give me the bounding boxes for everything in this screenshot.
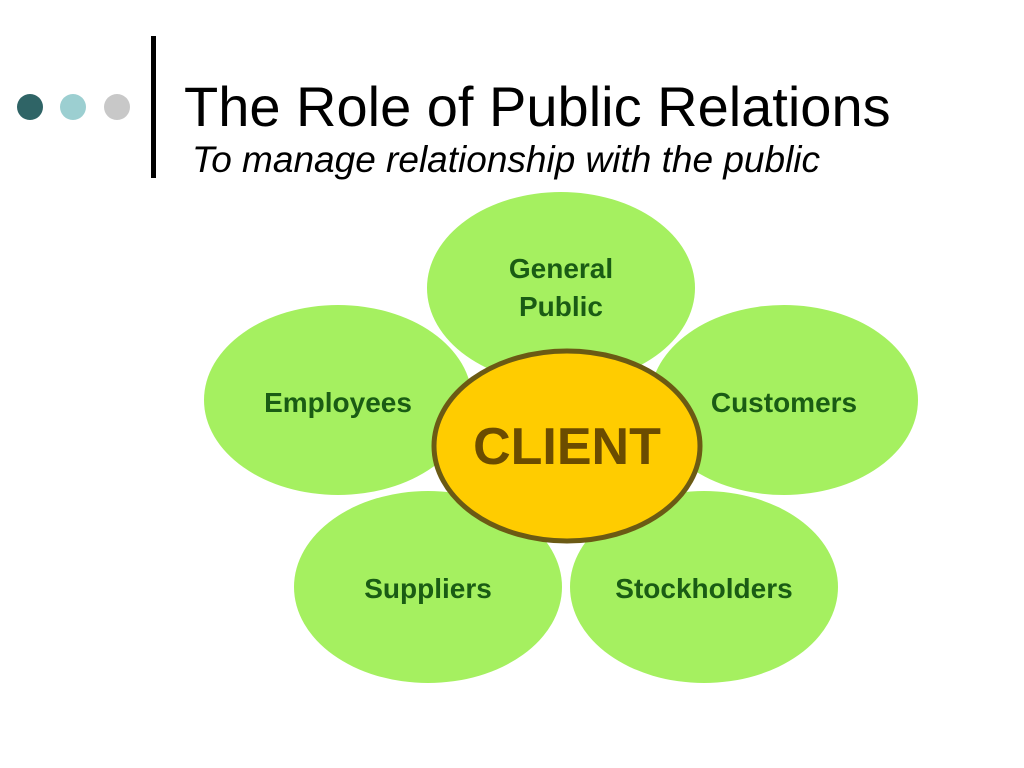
petal-general-public: General Public: [427, 192, 695, 384]
petal-label-suppliers: Suppliers: [364, 573, 492, 604]
petal-label-general-public-line-1: General: [509, 253, 613, 284]
petal-shape-general-public: [427, 192, 695, 384]
petal-label-employees: Employees: [264, 387, 412, 418]
petal-employees: Employees: [204, 305, 472, 495]
decorative-dot-grey: [104, 94, 130, 120]
center-shape-client: [431, 348, 703, 544]
petal-label-stockholders: Stockholders: [615, 573, 792, 604]
petal-shape-suppliers: [294, 491, 562, 683]
decorative-dot-dark: [17, 94, 43, 120]
petal-label-general-public-line-2: Public: [519, 291, 603, 322]
petal-shape-customers: [650, 305, 918, 495]
petal-label-customers: Customers: [711, 387, 857, 418]
petal-shape-employees: [204, 305, 472, 495]
title-divider-bar: [151, 36, 156, 178]
slide-title: The Role of Public Relations: [184, 75, 891, 138]
center-label-client: CLIENT: [473, 418, 661, 476]
petal-customers: Customers: [650, 305, 918, 495]
petal-suppliers: Suppliers: [294, 491, 562, 683]
decorative-dot-light: [60, 94, 86, 120]
center-client: CLIENT: [431, 348, 703, 544]
petal-shape-stockholders: [570, 491, 838, 683]
slide-subtitle: To manage relationship with the public: [192, 139, 821, 180]
petal-stockholders: Stockholders: [570, 491, 838, 683]
